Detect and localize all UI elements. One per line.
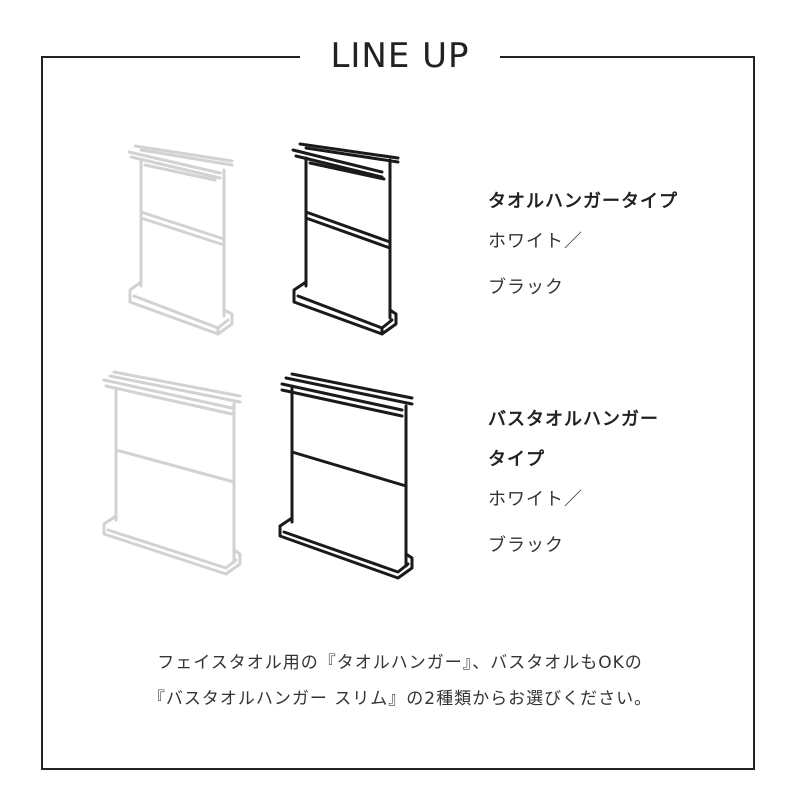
towel-hanger-white-image <box>127 144 234 336</box>
bath-towel-hanger-white-image <box>102 370 242 576</box>
product-name: バスタオルハンガー <box>488 409 659 430</box>
description-line-1: フェイスタオル用の『タオルハンガー』、バスタオルもOKの <box>157 653 643 673</box>
bath-towel-hanger-black-image <box>278 372 414 580</box>
product-label-bath-towel-hanger: バスタオルハンガー タイプ ホワイト／ ブラック <box>488 400 659 566</box>
product-color-white: ホワイト／ <box>488 231 583 252</box>
product-color-white: ホワイト／ <box>488 489 583 510</box>
product-color-black: ブラック <box>488 277 564 298</box>
description-line-2: 『バスタオルハンガー スリム』の2種類からお選びください。 <box>147 689 653 709</box>
product-name: タオルハンガータイプ <box>488 191 678 212</box>
product-color-black: ブラック <box>488 535 564 556</box>
product-name-line-2: タイプ <box>488 449 545 470</box>
towel-hanger-black-image <box>291 142 400 336</box>
product-label-towel-hanger: タオルハンガータイプ ホワイト／ ブラック <box>488 182 678 308</box>
page-title: LINE UP <box>300 30 500 82</box>
